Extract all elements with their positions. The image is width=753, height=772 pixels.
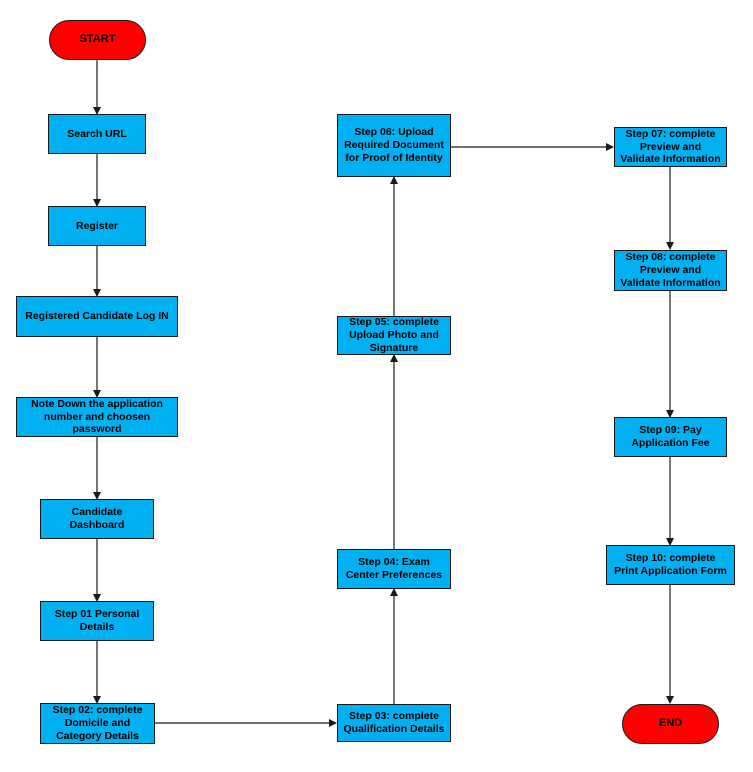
start-terminal: START [49, 20, 146, 60]
step01-personal-details-box: Step 01 Personal Details [40, 601, 154, 641]
step09-pay-fee-box: Step 09: Pay Application Fee [614, 417, 727, 457]
search-url-box: Search URL [48, 114, 146, 154]
step07-preview-validate-box: Step 07: complete Preview and Validate I… [614, 127, 727, 167]
step02-domicile-category-box: Step 02: complete Domicile and Category … [40, 703, 155, 744]
candidate-login-box: Registered Candidate Log IN [16, 296, 178, 337]
step04-exam-center-box: Step 04: Exam Center Preferences [337, 549, 451, 589]
end-terminal: END [622, 704, 719, 744]
step10-print-form-box: Step 10: complete Print Application Form [606, 545, 735, 585]
step08-preview-validate-box: Step 08: complete Preview and Validate I… [614, 250, 727, 291]
step03-qualification-box: Step 03: complete Qualification Details [337, 704, 451, 742]
note-down-box: Note Down the application number and cho… [16, 397, 178, 437]
register-box: Register [48, 206, 146, 246]
step06-upload-document-box: Step 06: Upload Required Document for Pr… [337, 114, 451, 177]
candidate-dashboard-box: Candidate Dashboard [40, 499, 154, 539]
step05-photo-signature-box: Step 05: complete Upload Photo and Signa… [337, 316, 451, 355]
